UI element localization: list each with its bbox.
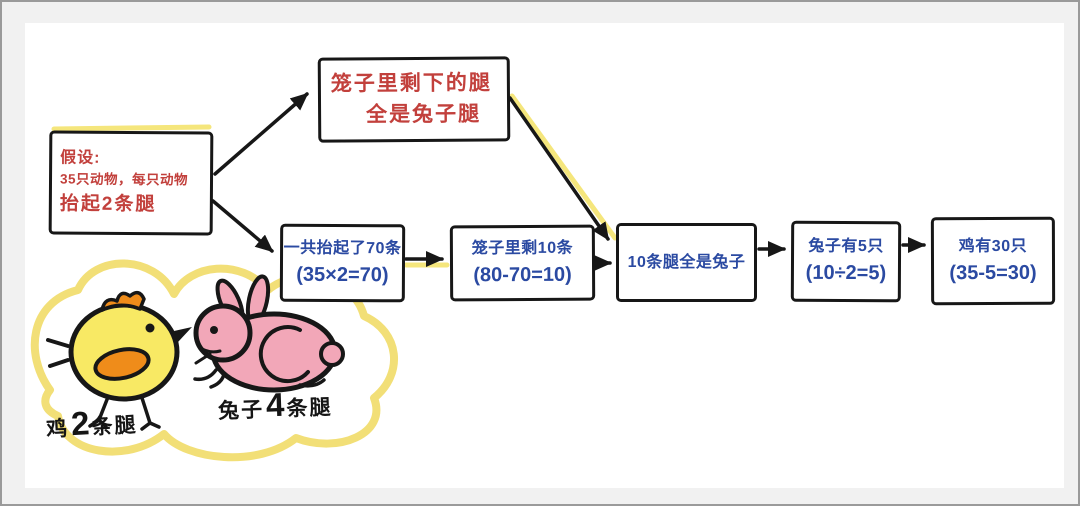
rabbit-legs-count: 4 — [265, 385, 285, 424]
step1-line1: 一共抬起了70条 — [283, 239, 402, 257]
hypothesis-box: 假设: 35只动物，每只动物 抬起2条腿 — [48, 130, 214, 236]
step1-equation: (35×2=70) — [296, 263, 389, 286]
step2-line1: 笼子里剩10条 — [471, 239, 574, 257]
step5-box: 鸡有30只 (35-5=30) — [930, 216, 1056, 306]
chicken-legs-unit: 条腿 — [90, 413, 139, 439]
rabbit-legs-animal: 兔子 — [217, 398, 265, 423]
chicken-legs-count: 2 — [70, 404, 91, 443]
step5-equation: (35-5=30) — [949, 261, 1037, 284]
rabbit-legs-label: 兔子4条腿 — [217, 384, 333, 426]
chicken-legs-animal: 鸡 — [45, 417, 70, 442]
step1-box: 一共抬起了70条 (35×2=70) — [279, 223, 406, 303]
hypothesis-line1: 假设: — [60, 149, 101, 167]
branch-top-box: 笼子里剩下的腿 全是兔子腿 — [317, 56, 511, 143]
step3-line1: 10条腿全是兔子 — [627, 253, 746, 271]
branch-top-line2: 全是兔子腿 — [366, 102, 482, 126]
step2-box: 笼子里剩10条 (80-70=10) — [449, 224, 596, 302]
hypothesis-line3: 抬起2条腿 — [59, 193, 157, 216]
branch-top-line1: 笼子里剩下的腿 — [330, 71, 492, 96]
step4-equation: (10÷2=5) — [805, 261, 887, 285]
chicken-legs-label: 鸡2条腿 — [45, 402, 138, 445]
step5-line1: 鸡有30只 — [958, 237, 1028, 255]
step2-equation: (80-70=10) — [473, 263, 572, 286]
hypothesis-line2: 35只动物，每只动物 — [59, 171, 189, 188]
step3-box: 10条腿全是兔子 — [616, 223, 757, 302]
step4-box: 兔子有5只 (10÷2=5) — [790, 220, 902, 303]
step4-line1: 兔子有5只 — [808, 237, 884, 256]
rabbit-legs-unit: 条腿 — [286, 396, 333, 421]
